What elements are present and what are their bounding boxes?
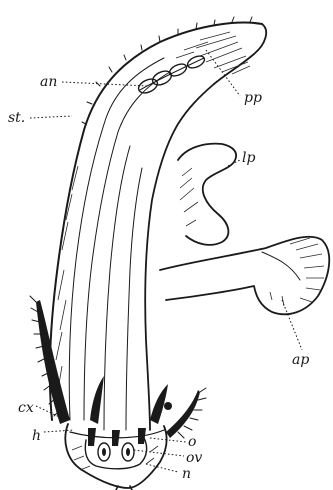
label-ov: ov — [186, 450, 202, 466]
label-st: st. — [8, 110, 25, 126]
label-ap: ap — [292, 352, 309, 368]
leader-ap — [282, 300, 302, 350]
calyx — [30, 296, 206, 438]
label-cx: cx — [18, 400, 34, 416]
flower-base — [65, 424, 166, 490]
leader-st — [30, 116, 72, 118]
leader-n — [146, 464, 178, 472]
label-an: an — [40, 74, 57, 90]
leader-o — [150, 438, 186, 442]
corolla-tube — [50, 17, 266, 430]
label-pp: pp — [244, 90, 262, 106]
label-o: o — [188, 434, 196, 450]
label-h: h — [32, 428, 41, 444]
leader-ov — [134, 450, 184, 456]
lateral-lobe — [178, 144, 236, 245]
label-lp: lp — [242, 150, 255, 166]
apical-lobe — [160, 237, 329, 315]
label-n: n — [182, 466, 191, 482]
